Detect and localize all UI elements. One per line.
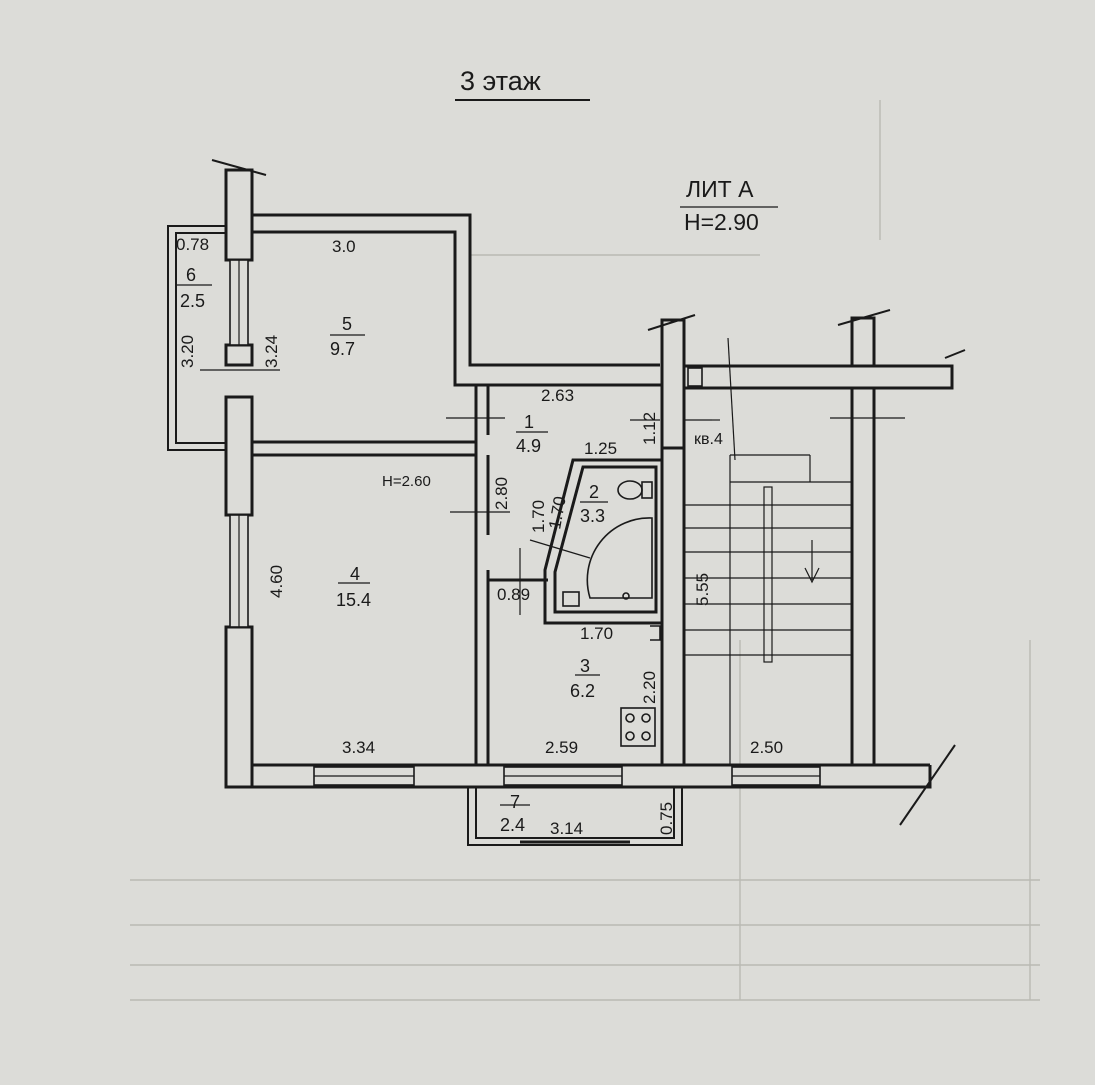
room-1-number: 1	[524, 412, 534, 432]
room-5-area: 9.7	[330, 339, 355, 359]
apartment-label: кв.4	[694, 431, 723, 448]
dim-314: 3.14	[550, 819, 583, 838]
room-4-area: 15.4	[336, 590, 371, 610]
room-1-area: 4.9	[516, 436, 541, 456]
room-3-number: 3	[580, 656, 590, 676]
room-7-number: 7	[510, 792, 520, 812]
dim-320: 3.20	[178, 335, 197, 368]
dim-280: 2.80	[492, 477, 511, 510]
dim-125: 1.25	[584, 439, 617, 458]
dim-250: 2.50	[750, 738, 783, 757]
bathroom-fixtures	[562, 480, 653, 607]
dim-170-vertical: 1.70	[529, 500, 548, 533]
shower-icon	[586, 517, 653, 599]
room-6-number: 6	[186, 265, 196, 285]
room-labels: 5 9.7 6 2.5 1 4.9 2 3.3 4 15.4 H=2.60 3 …	[180, 265, 723, 835]
dimension-labels: 0.78 3.0 3.20 3.24 2.63 1.12 1.25 2.80 1…	[176, 235, 783, 838]
room-4-number: 4	[350, 564, 360, 584]
lit-label: ЛИТ А	[686, 176, 754, 202]
room-3-area: 6.2	[570, 681, 595, 701]
dim-259: 2.59	[545, 738, 578, 757]
kitchen-sink-icon	[650, 625, 661, 641]
dim-170: 1.70	[580, 624, 613, 643]
room-2-number: 2	[589, 482, 599, 502]
kitchen-fixtures	[620, 625, 661, 747]
dim-30: 3.0	[332, 237, 356, 256]
windows	[229, 259, 821, 786]
height-label: H=2.90	[684, 209, 759, 235]
dim-263: 2.63	[541, 386, 574, 405]
sink-icon	[562, 591, 580, 607]
dim-078: 0.78	[176, 235, 209, 254]
dim-220: 2.20	[640, 671, 659, 704]
room-5-number: 5	[342, 314, 352, 334]
dim-075: 0.75	[657, 802, 676, 835]
room-4-height: H=2.60	[382, 473, 431, 490]
dim-555: 5.55	[693, 573, 712, 606]
dim-089: 0.89	[497, 585, 530, 604]
dim-334: 3.34	[342, 738, 375, 757]
dim-112: 1.12	[640, 412, 659, 445]
toilet-icon	[617, 480, 643, 500]
dim-460: 4.60	[267, 565, 286, 598]
dim-324: 3.24	[262, 335, 281, 368]
floor-title: 3 этаж	[460, 66, 541, 96]
room-6-area: 2.5	[180, 291, 205, 311]
room-2-area: 3.3	[580, 506, 605, 526]
room-7-area: 2.4	[500, 815, 525, 835]
stove-icon	[620, 707, 656, 747]
background-grid	[130, 100, 1040, 1001]
staircase	[684, 337, 905, 765]
dimension-guides	[175, 284, 660, 806]
